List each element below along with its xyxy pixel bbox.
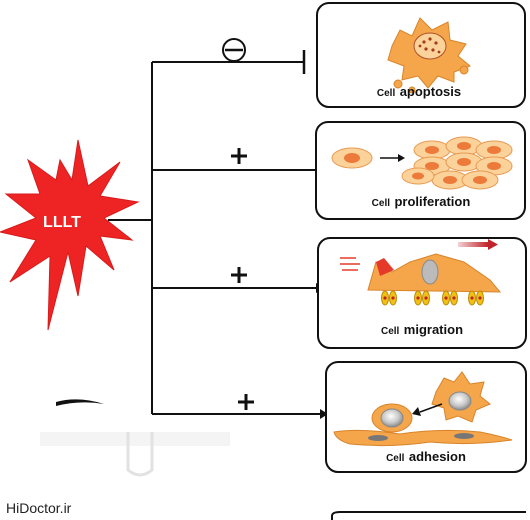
direction-arrow-icon bbox=[458, 239, 498, 250]
plus-sign-migration bbox=[231, 267, 247, 283]
free-cell-nucleus bbox=[448, 391, 472, 411]
cell-cluster-nuclei bbox=[412, 142, 501, 184]
source-label: LLLT bbox=[43, 214, 81, 231]
faded-block bbox=[40, 432, 230, 446]
apoptotic-bodies bbox=[393, 65, 469, 94]
box-frame bbox=[317, 237, 527, 349]
process-word: migration bbox=[404, 322, 463, 337]
process-word: adhesion bbox=[409, 449, 466, 464]
effect-box-adhesion: Cell adhesion bbox=[325, 361, 527, 473]
migrating-nucleus-icon bbox=[421, 259, 439, 285]
proliferation-arrow-icon bbox=[380, 154, 405, 162]
plus-sign-proliferation bbox=[231, 148, 247, 164]
lllt-starburst: LLLT bbox=[0, 139, 140, 331]
box-caption-adhesion: Cell adhesion bbox=[386, 448, 466, 465]
effect-box-migration: Cell migration bbox=[317, 237, 527, 349]
box-caption-apoptosis: Cell apoptosis bbox=[377, 83, 461, 100]
motion-lines-icon bbox=[340, 257, 360, 271]
cell-word: Cell bbox=[377, 88, 396, 99]
adhesion-cores bbox=[383, 296, 482, 300]
effect-box-apoptosis: Cell apoptosis bbox=[316, 2, 526, 108]
dash-artifact bbox=[56, 399, 104, 406]
process-word: proliferation bbox=[394, 194, 470, 209]
box-caption-migration: Cell migration bbox=[381, 321, 463, 338]
faded-artifacts bbox=[40, 399, 230, 477]
box-caption-proliferation: Cell proliferation bbox=[372, 193, 471, 210]
focal-adhesions-icon bbox=[381, 290, 484, 306]
attachment-arrow-icon bbox=[412, 403, 443, 416]
connector-lines bbox=[108, 50, 320, 415]
effect-box-proliferation: Cell proliferation bbox=[315, 121, 526, 220]
watermark-text: HiDoctor.ir bbox=[6, 500, 72, 516]
process-word: apoptosis bbox=[400, 84, 461, 99]
cut-off-box bbox=[331, 511, 526, 520]
plus-signs bbox=[231, 148, 254, 410]
starburst-shape bbox=[0, 139, 140, 331]
cell-word: Cell bbox=[381, 326, 400, 337]
attached-cell-nucleus bbox=[380, 408, 404, 428]
single-cell-icon bbox=[331, 147, 373, 169]
cell-word: Cell bbox=[372, 198, 391, 209]
sign-minus bbox=[222, 38, 246, 62]
leading-edge-icon bbox=[376, 258, 394, 276]
cell-word: Cell bbox=[386, 453, 405, 464]
faded-stem bbox=[126, 432, 154, 477]
substrate-nuclei bbox=[368, 433, 474, 441]
plus-sign-adhesion bbox=[238, 394, 254, 410]
nucleus-fragments bbox=[418, 37, 441, 54]
arrowhead-adhesion bbox=[320, 409, 328, 419]
